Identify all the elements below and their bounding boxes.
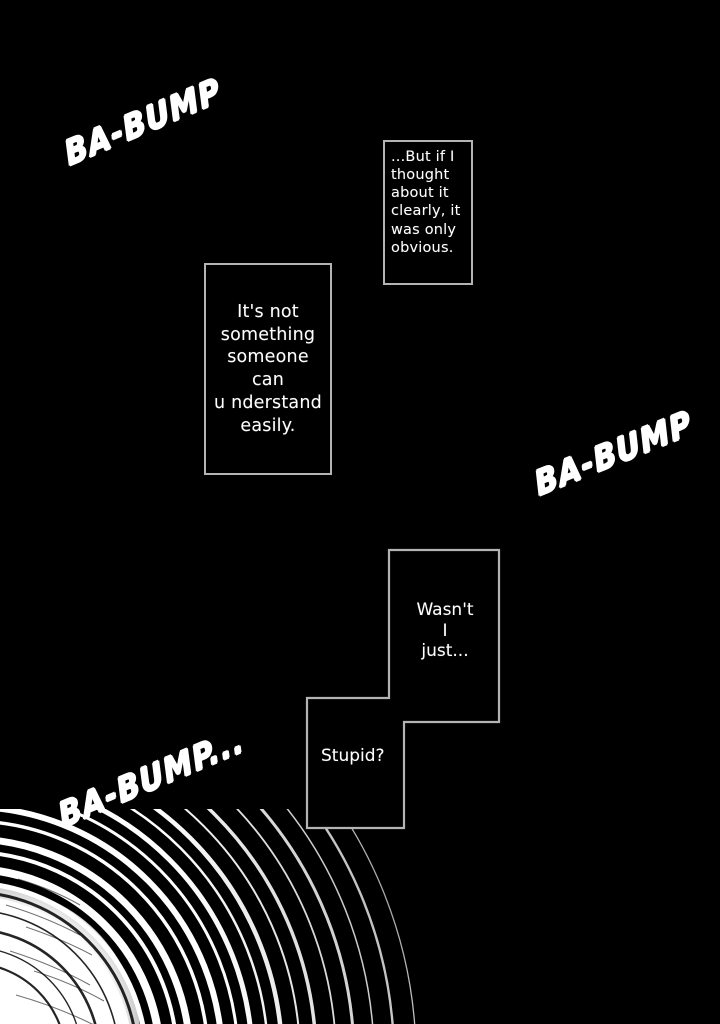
radial-speedline-burst (0, 809, 460, 1024)
caption-text-understand: It's not something someone can u ndersta… (214, 301, 322, 436)
stepped-balloon-lower-text: Stupid? (321, 746, 385, 766)
stepped-balloon-upper-text: Wasn't I just... (416, 600, 474, 662)
stepped-balloon-outline (305, 548, 501, 830)
sfx-ba-bump-top-left: BA-BUMP (60, 70, 227, 175)
sfx-ba-bump-right: BA-BUMP (530, 403, 698, 505)
stepped-speech-balloon: Wasn't I just... Stupid? (305, 548, 501, 830)
caption-box-thought: ...But if I thought about it clearly, it… (383, 140, 473, 285)
caption-box-understand: It's not something someone can u ndersta… (204, 263, 332, 475)
sfx-ba-bump-bottom-left: BA-BUMP... (54, 720, 250, 837)
caption-text-thought: ...But if I thought about it clearly, it… (391, 149, 461, 256)
